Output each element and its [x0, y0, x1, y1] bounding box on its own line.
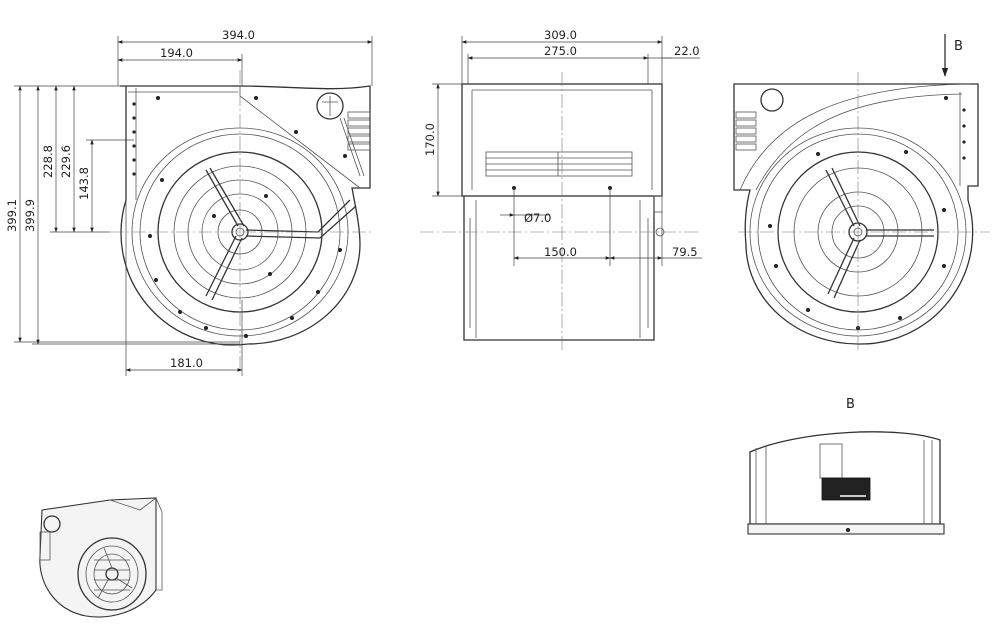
dim-front-height-b: 399.9: [23, 199, 37, 232]
front-support-struts: [205, 167, 357, 301]
dim-side-width: 275.0: [544, 44, 577, 58]
detail-view-label: B: [846, 397, 855, 412]
rear-view: B: [733, 34, 990, 352]
side-dimensions: 309.0 275.0 22.0 170.0 Ø7.0 150.0 79.5: [423, 28, 702, 266]
front-view: 394.0 194.0 181.0 399.1 399.9 228.8 229.…: [5, 28, 373, 376]
rear-housing-outline: [733, 83, 979, 345]
isometric-view: [39, 497, 163, 618]
side-housing-body: [463, 196, 655, 341]
side-view: 309.0 275.0 22.0 170.0 Ø7.0 150.0 79.5: [420, 28, 702, 350]
dim-side-hole-diameter: Ø7.0: [524, 211, 551, 225]
front-flange-bolts: [132, 96, 347, 176]
detail-connection-box: [821, 477, 871, 501]
front-terminal-block: [347, 111, 371, 151]
dim-front-height-c: 228.8: [41, 145, 55, 178]
rear-terminal-block: [735, 111, 757, 151]
iso-capacitor: [43, 515, 61, 533]
dim-side-outlet-height: 170.0: [423, 123, 437, 156]
view-b-arrow-label: B: [954, 39, 963, 54]
front-capacitor: [316, 92, 344, 120]
rear-capacitor: [760, 88, 784, 112]
detail-housing: [749, 431, 941, 525]
front-dimensions: 394.0 194.0 181.0 399.1 399.9 228.8 229.…: [5, 28, 373, 376]
dim-front-height-e: 143.8: [77, 167, 91, 200]
front-scroll-bolts: [148, 178, 342, 338]
dim-front-height-d: 229.6: [59, 145, 73, 178]
detail-base-flange: [747, 523, 945, 535]
rear-support-struts: [825, 167, 934, 299]
dim-side-total-width: 309.0: [544, 28, 577, 42]
dim-front-total-width: 394.0: [222, 28, 255, 42]
iso-housing: [39, 497, 157, 618]
dim-side-hole-offset: 79.5: [672, 245, 698, 259]
dim-front-half-width: 194.0: [160, 46, 193, 60]
front-housing-outline: [120, 85, 371, 346]
dim-side-hole-spacing: 150.0: [544, 245, 577, 259]
iso-inlet-ring: [77, 537, 147, 611]
detail-nameplate: [819, 443, 843, 479]
dim-side-flange: 22.0: [674, 44, 700, 58]
detail-view-b: B: [747, 397, 945, 535]
dim-front-inlet-width: 181.0: [170, 356, 203, 370]
dim-front-height-a: 399.1: [5, 199, 19, 232]
